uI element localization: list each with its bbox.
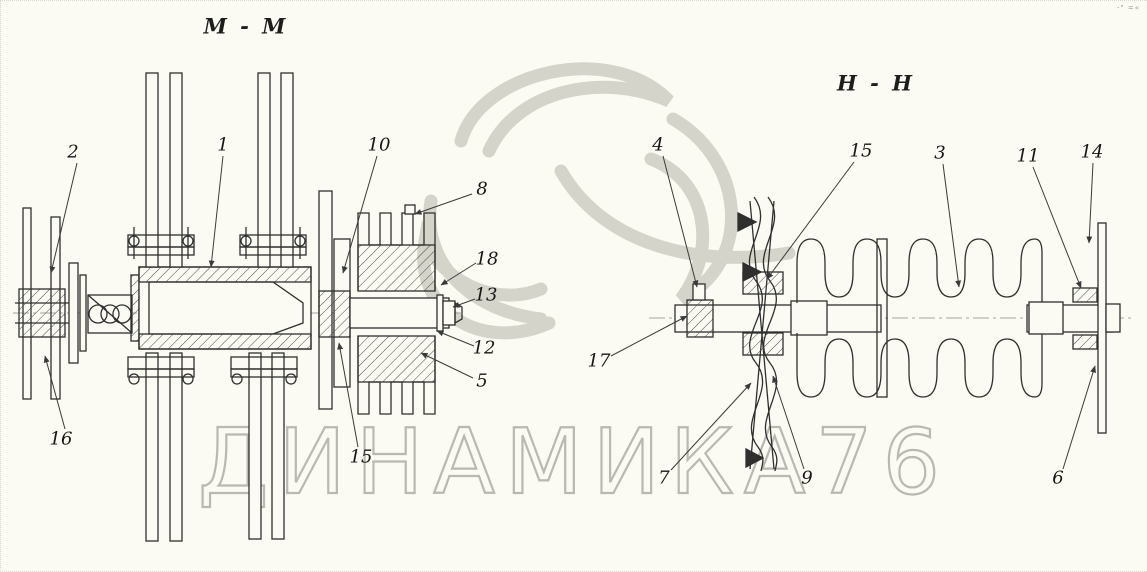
callout-18: 18 — [475, 248, 499, 270]
callout-1: 1 — [217, 134, 229, 156]
end-bolt — [1105, 303, 1121, 333]
callout-14: 14 — [1080, 141, 1104, 163]
callout-4: 4 — [652, 134, 664, 156]
callout-leader-14 — [1086, 162, 1094, 244]
clamp-wedge — [742, 261, 763, 283]
end-disc — [1097, 222, 1107, 434]
section-label-hh: Н - Н — [836, 70, 916, 96]
callout-9: 9 — [801, 467, 813, 489]
callout-13: 13 — [474, 284, 498, 306]
spring-coupling — [87, 294, 133, 334]
callout-leader-7 — [670, 382, 752, 471]
callout-leader-17 — [610, 315, 688, 357]
callout-leader-11 — [1032, 166, 1082, 289]
watermark-text: ДИНАМИКА76 — [198, 410, 950, 515]
section-view-mm — [13, 72, 463, 542]
corrugated-tube — [790, 238, 1043, 398]
callout-6: 6 — [1052, 467, 1064, 489]
callout-16: 16 — [49, 428, 73, 450]
callout-leader-16 — [43, 355, 66, 430]
right-end-assembly — [1028, 222, 1121, 434]
section-label-mm: М - М — [203, 13, 289, 39]
callout-15: 15 — [849, 140, 873, 162]
callout-3: 3 — [934, 142, 946, 164]
clamp-wedge — [745, 447, 765, 469]
callout-leader-9 — [772, 375, 805, 470]
callout-leader-15 — [337, 342, 359, 448]
callout-leader-15 — [766, 161, 855, 280]
output-shaft — [349, 297, 450, 329]
callout-17: 17 — [587, 350, 611, 372]
callout-leader-10 — [341, 155, 378, 274]
callout-leader-13 — [452, 298, 476, 308]
callout-leader-8 — [414, 193, 473, 215]
callout-leader-2 — [49, 162, 78, 274]
left-pulley — [15, 207, 69, 400]
main-hub — [130, 266, 312, 350]
callout-leader-18 — [440, 262, 477, 286]
callout-15: 15 — [349, 446, 373, 468]
callout-5: 5 — [476, 370, 488, 392]
callout-leaders — [43, 155, 1096, 471]
callout-leader-5 — [420, 352, 474, 379]
callout-leader-4 — [662, 155, 699, 288]
callout-leader-3 — [942, 163, 962, 288]
tines-top — [127, 72, 307, 268]
callout-12: 12 — [472, 337, 496, 359]
callout-7: 7 — [658, 467, 670, 489]
callout-leader-12 — [436, 330, 475, 347]
flange-stack — [68, 262, 87, 364]
tines-bottom — [127, 352, 298, 542]
callout-2: 2 — [67, 141, 79, 163]
pulley-bolt — [404, 204, 416, 215]
callout-11: 11 — [1016, 145, 1040, 167]
callout-8: 8 — [476, 178, 488, 200]
spline-pulley — [357, 204, 436, 415]
clamp-wedge — [737, 211, 758, 233]
callout-leader-1 — [208, 155, 224, 268]
flange-plate — [318, 190, 351, 410]
callout-10: 10 — [367, 134, 391, 156]
corner-note: -" =« — [1116, 4, 1140, 12]
callout-leader-6 — [1062, 365, 1096, 470]
